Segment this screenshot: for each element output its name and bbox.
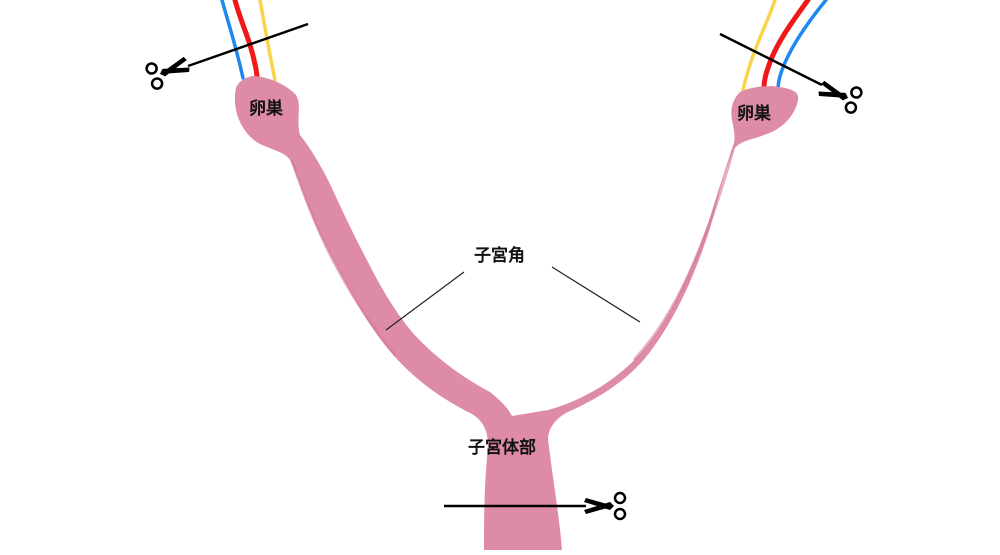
uterus-shadow-left <box>290 159 398 357</box>
uterus-shape <box>234 76 799 550</box>
left-cut-line <box>187 22 309 68</box>
left-artery <box>232 0 260 81</box>
left-ovary-label: 卵巣 <box>249 99 283 119</box>
uterus-shadow-right <box>632 149 735 362</box>
horn-leader-right <box>551 266 641 323</box>
right-artery <box>761 0 811 91</box>
uterine-body-label: 子宮体部 <box>468 438 536 458</box>
right-vein <box>776 0 828 92</box>
left-ligament <box>258 0 277 82</box>
scissors-icon <box>145 56 190 90</box>
scissors-icon <box>584 491 627 521</box>
right-cut-line <box>719 32 823 87</box>
right-ovarian-vessels <box>741 0 828 92</box>
right-ligament <box>741 0 777 92</box>
right-ovary-label: 卵巣 <box>737 104 771 124</box>
horn-leader-left <box>385 271 465 331</box>
left-ovarian-vessels <box>220 0 277 82</box>
uterus <box>234 76 799 550</box>
scissors-icon <box>818 80 863 114</box>
left-vein <box>220 0 245 80</box>
uterine-horn-label: 子宮角 <box>474 246 525 266</box>
